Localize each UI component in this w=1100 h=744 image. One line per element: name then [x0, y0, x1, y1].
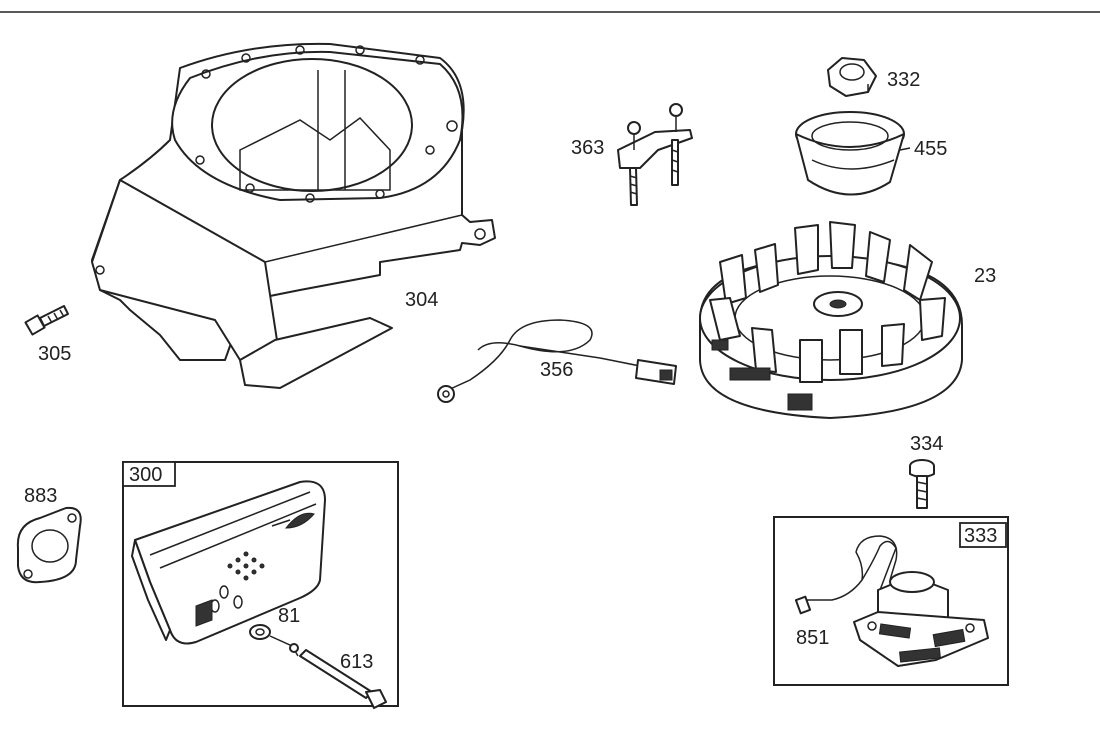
screw-305-part	[24, 305, 69, 336]
label-81: 81	[278, 605, 300, 627]
starter-cup-455-part	[795, 111, 911, 196]
washer-81-part	[249, 624, 299, 657]
bracket-363-part	[617, 103, 693, 206]
label-333: 333	[964, 525, 997, 547]
bolt-613-part	[299, 649, 387, 709]
flywheel-23-part	[699, 221, 963, 419]
label-305: 305	[38, 343, 71, 365]
muffler-part	[131, 480, 326, 645]
armature-851-part	[794, 535, 989, 667]
armature-group-tag	[959, 522, 1007, 548]
label-356: 356	[540, 359, 573, 381]
blower-housing-part	[91, 42, 496, 389]
label-883: 883	[24, 485, 57, 507]
gasket-883-part	[16, 506, 82, 584]
label-23: 23	[974, 265, 996, 287]
label-851: 851	[796, 627, 829, 649]
nut-332-part	[827, 57, 877, 97]
muffler-group-tag	[122, 461, 176, 487]
label-304: 304	[405, 289, 438, 311]
label-613: 613	[340, 651, 373, 673]
ground-wire-356-part	[437, 319, 677, 403]
label-455: 455	[914, 138, 947, 160]
armature-group-box	[773, 516, 1009, 686]
screw-334-part	[909, 459, 935, 509]
label-334: 334	[910, 433, 943, 455]
muffler-group-box	[122, 461, 399, 707]
label-300: 300	[129, 464, 162, 486]
label-363: 363	[571, 137, 604, 159]
label-332: 332	[887, 69, 920, 91]
